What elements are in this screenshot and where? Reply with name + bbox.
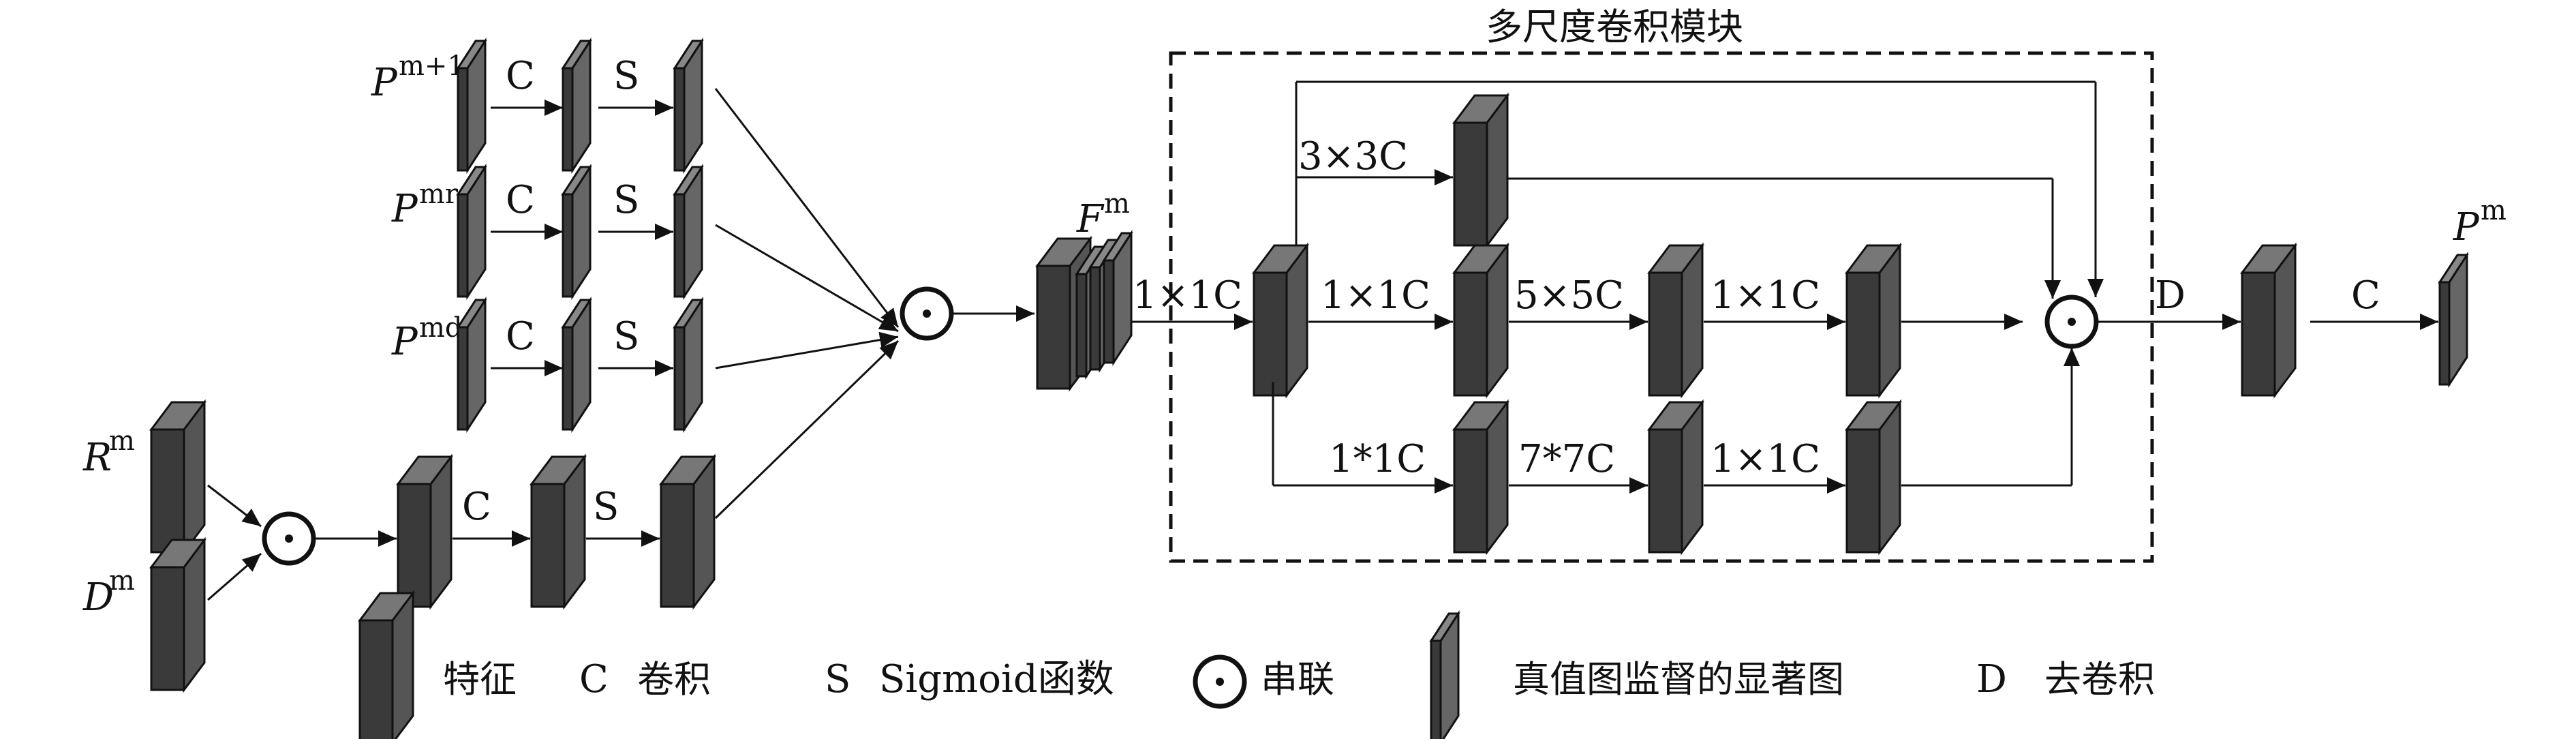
legend-concat-icon <box>1195 657 1244 706</box>
label-p-m1: P <box>371 61 398 105</box>
feature-deconv <box>2241 244 2297 397</box>
label-p-m: P <box>2453 205 2480 250</box>
label-p-mr: P <box>391 187 418 231</box>
multiscale-module-box <box>1169 51 2154 563</box>
op-s-label: S <box>613 178 639 222</box>
arrow <box>715 224 899 333</box>
concat-symbol-main <box>902 289 951 338</box>
op-s-label: S <box>613 54 639 98</box>
output-saliency-map <box>2438 254 2468 386</box>
op-conv1x1-star: 1*1C <box>1329 437 1426 481</box>
feature-1x1-mid-out <box>1845 244 1901 397</box>
label-r-m-sup: m <box>109 425 135 457</box>
op-conv1x1: 1×1C <box>1711 273 1820 318</box>
legend-saliency: 真值图监督的显著图 <box>1513 658 1844 701</box>
legend-feature: 特征 <box>443 658 517 701</box>
feature-rd-conv <box>530 455 586 608</box>
saliency-map-p-mr <box>457 166 487 298</box>
saliency-map-c-row1 <box>562 40 592 172</box>
label-d-m-sup: m <box>109 565 135 597</box>
legend-feature-icon <box>358 592 414 739</box>
feature-1x1-low <box>1453 401 1509 554</box>
op-c-label: C <box>462 485 491 529</box>
saliency-map-s-row2 <box>673 166 703 298</box>
label-p-m1-sup: m+1 <box>399 50 465 82</box>
label-p-mr-sup: mr <box>419 179 459 210</box>
op-c-label: C <box>506 54 535 98</box>
op-c-label: C <box>506 314 535 359</box>
legend-concat: 串联 <box>1261 658 1334 701</box>
legend-sig-key: S <box>825 657 850 702</box>
arrow <box>714 88 900 328</box>
op-c-label: C <box>506 178 535 222</box>
legend-sigmoid: Sigmoid函数 <box>879 657 1114 702</box>
saliency-map-s-row1 <box>673 40 703 172</box>
label-r-m: R <box>82 436 112 480</box>
saliency-map-p-md <box>457 299 487 431</box>
concat-symbol-module <box>2047 297 2096 346</box>
op-s-label: S <box>613 314 639 359</box>
fused-feature-f-m-layer <box>1103 232 1133 364</box>
legend-deconv-key: D <box>1976 657 2007 702</box>
label-f-m-sup: m <box>1104 188 1130 220</box>
feature-1x1-mid <box>1453 244 1509 397</box>
op-conv1x1: 1×1C <box>1321 273 1430 318</box>
feature-rd-fused <box>397 455 453 608</box>
legend: 特征 C 卷积 S Sigmoid函数 串联 真值图监督的显著图 D 去卷积 <box>358 592 2155 739</box>
feature-3x3 <box>1453 94 1509 247</box>
legend-conv: 卷积 <box>637 658 711 701</box>
feature-r-m <box>150 401 206 554</box>
feature-5x5 <box>1648 244 1704 397</box>
op-c-label: C <box>2351 273 2380 318</box>
module-title: 多尺度卷积模块 <box>1486 5 1743 48</box>
legend-saliency-icon <box>1430 612 1460 739</box>
label-d-m: D <box>82 575 114 620</box>
label-p-m-sup: m <box>2481 195 2506 226</box>
feature-1x1-low-out <box>1845 401 1901 554</box>
legend-deconv: 去卷积 <box>2044 658 2155 701</box>
feature-d-m <box>150 539 206 691</box>
op-conv1x1-entry: 1×1C <box>1133 273 1242 318</box>
saliency-map-p-m1 <box>457 40 487 172</box>
label-p-md-sup: md <box>419 312 463 344</box>
arrow <box>207 552 262 601</box>
arrow <box>714 340 900 519</box>
feature-rd-sigmoid <box>660 455 716 608</box>
op-conv5x5: 5×5C <box>1514 273 1624 318</box>
op-d-label: D <box>2155 273 2186 318</box>
op-conv1x1: 1×1C <box>1711 437 1820 481</box>
arrow <box>207 484 262 528</box>
saliency-map-c-row2 <box>562 166 592 298</box>
module-input-feature <box>1253 244 1308 397</box>
feature-7x7 <box>1648 401 1704 554</box>
saliency-map-c-row3 <box>562 299 592 431</box>
concat-symbol-rd <box>264 514 313 563</box>
label-f-m: F <box>1076 197 1105 241</box>
op-conv7x7-star: 7*7C <box>1518 437 1615 481</box>
saliency-map-s-row3 <box>673 299 703 431</box>
label-p-md: P <box>391 320 418 364</box>
op-s-label: S <box>593 485 619 529</box>
op-conv3x3: 3×3C <box>1298 134 1408 179</box>
legend-conv-key: C <box>579 657 609 702</box>
arrow <box>715 331 899 370</box>
